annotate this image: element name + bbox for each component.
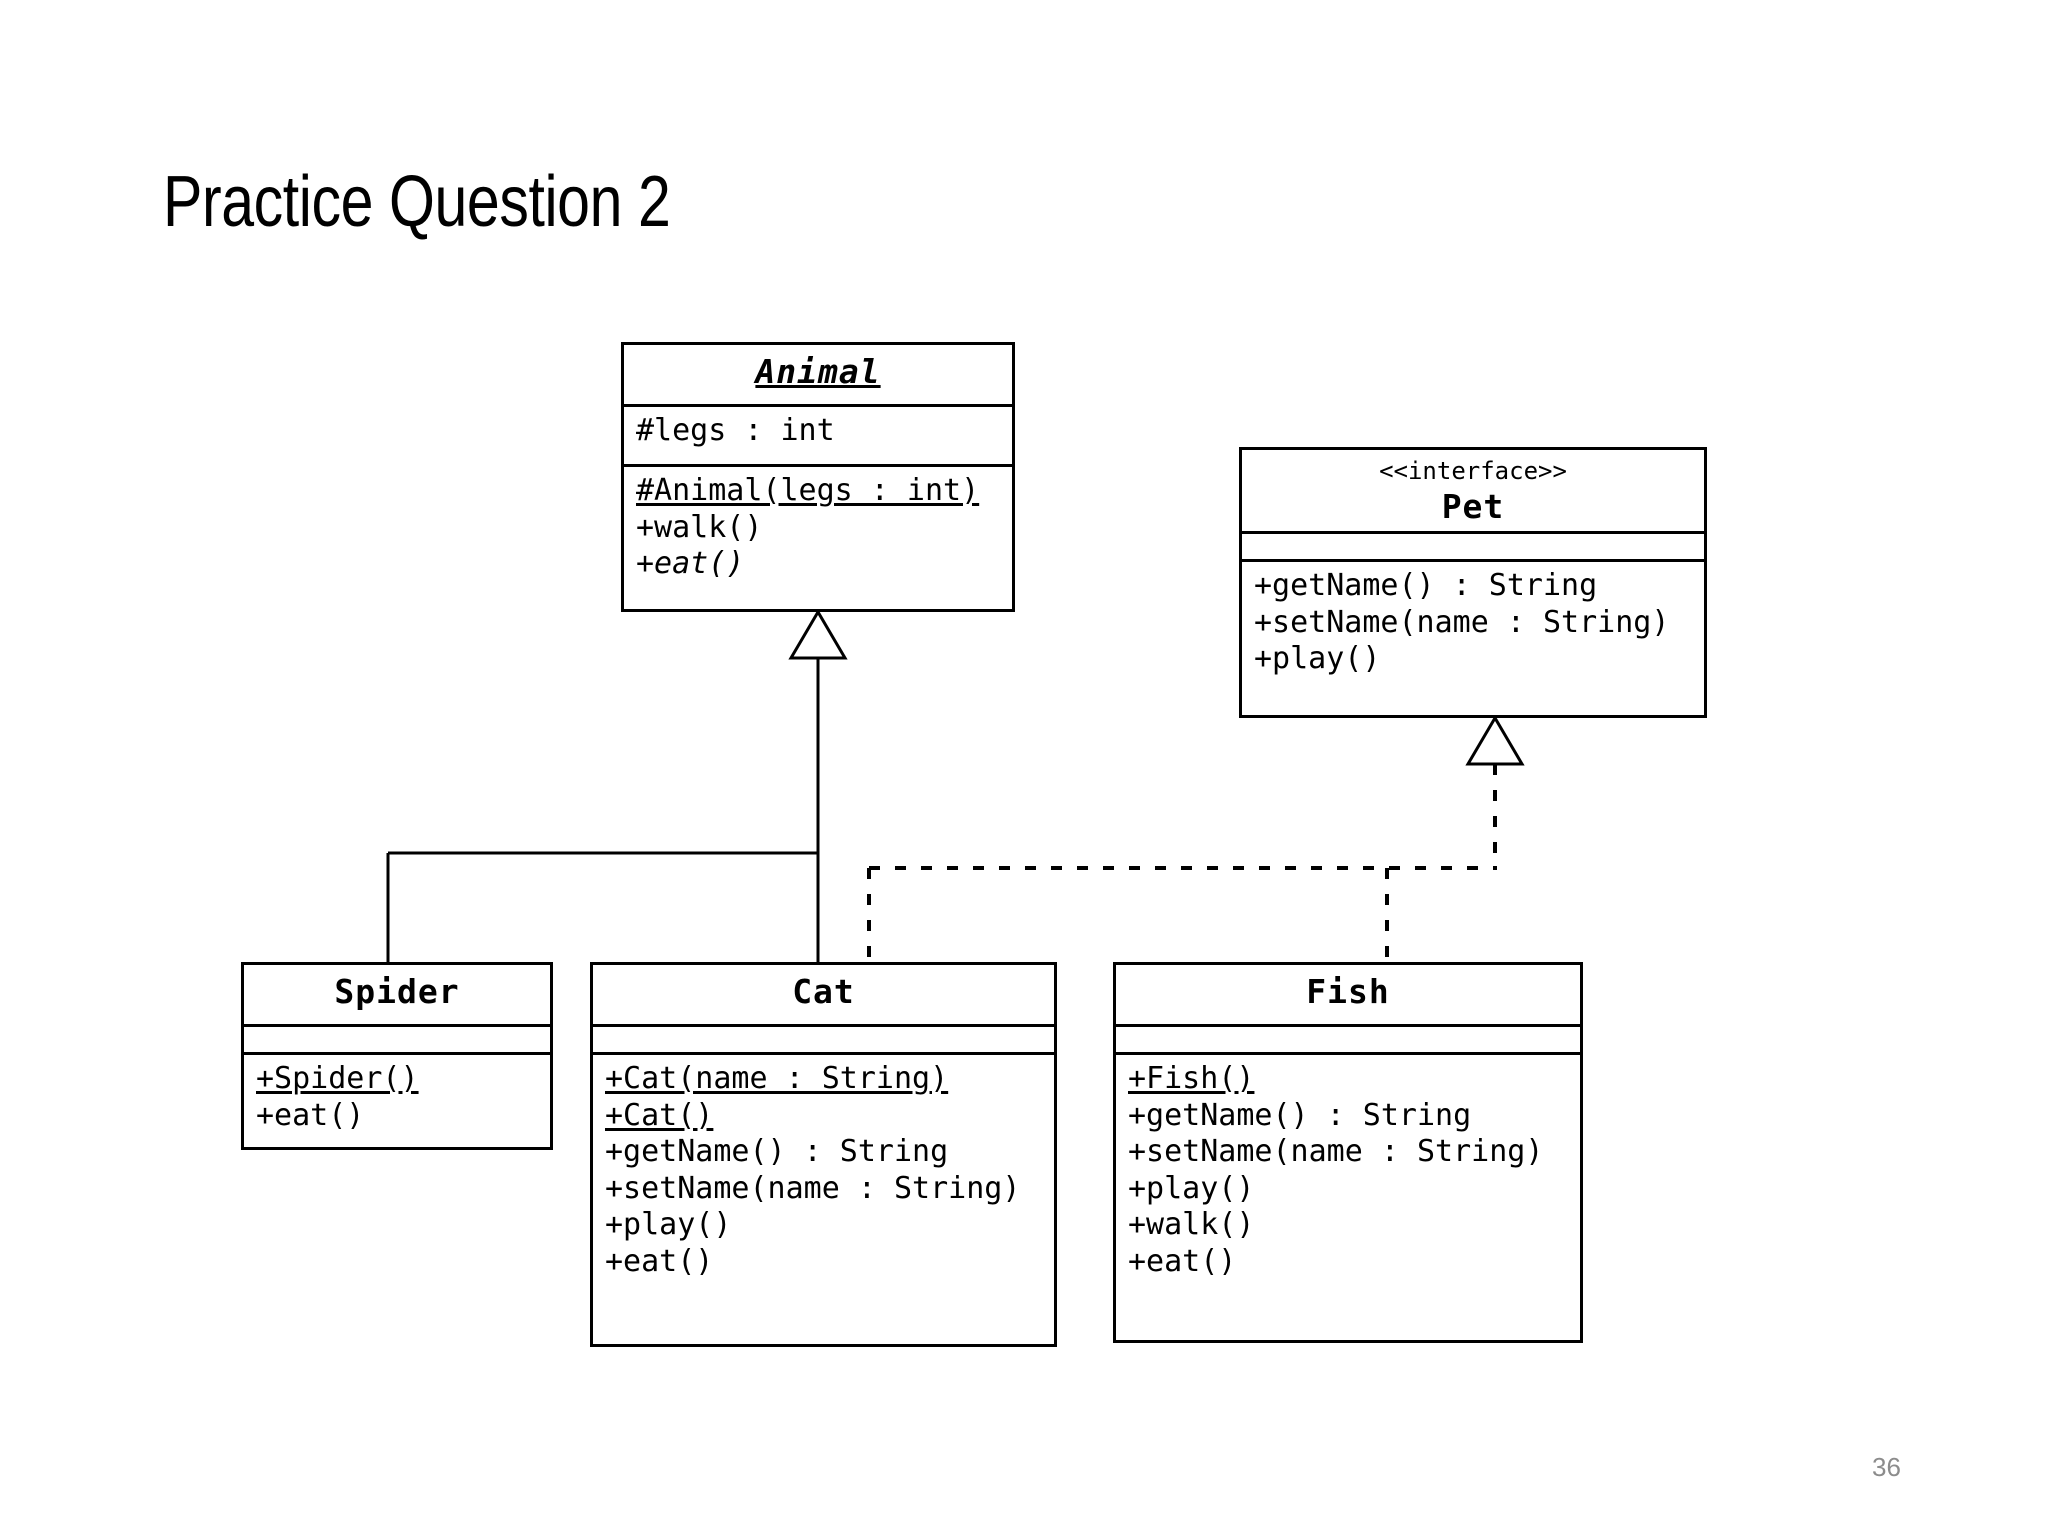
generalization-to-animal xyxy=(386,609,848,962)
methods-compartment-fish: +Fish() +getName() : String +setName(nam… xyxy=(1116,1055,1580,1289)
methods-compartment-spider: +Spider() +eat() xyxy=(244,1055,550,1142)
uml-class-fish[interactable]: Fish +Fish() +getName() : String +setNam… xyxy=(1113,962,1583,1343)
attributes-compartment-cat xyxy=(593,1027,1054,1055)
method-row: +play() xyxy=(1128,1170,1255,1206)
method-row: +Cat() xyxy=(605,1097,714,1133)
method-row: +play() xyxy=(1254,641,1381,677)
realization-to-pet xyxy=(867,715,1525,962)
method-row: +Cat(name : String) xyxy=(605,1061,949,1096)
method-row: +setName(name : String) xyxy=(605,1170,1021,1206)
page-title: Practice Question 2 xyxy=(163,162,671,242)
uml-class-cat[interactable]: Cat +Cat(name : String) +Cat() +getName(… xyxy=(590,962,1057,1347)
class-name-fish: Fish xyxy=(1306,972,1390,1011)
methods-compartment-animal: #Animal(legs : int) +walk() +eat() xyxy=(624,467,1012,591)
uml-class-spider[interactable]: Spider +Spider() +eat() xyxy=(241,962,553,1150)
method-row: +getName() : String xyxy=(1254,568,1598,603)
generalization-arrowhead-animal xyxy=(788,609,848,660)
class-name-animal: Animal xyxy=(755,352,881,391)
method-row: +eat() xyxy=(256,1097,365,1133)
class-stereotype-pet: <<interface>> xyxy=(1379,457,1567,485)
method-row: +setName(name : String) xyxy=(1128,1134,1544,1170)
attributes-compartment-pet xyxy=(1242,534,1704,562)
attributes-compartment-fish xyxy=(1116,1027,1580,1055)
uml-class-animal[interactable]: Animal #legs : int #Animal(legs : int) +… xyxy=(621,342,1015,612)
class-name-compartment-animal: Animal xyxy=(624,345,1012,407)
methods-compartment-cat: +Cat(name : String) +Cat() +getName() : … xyxy=(593,1055,1054,1289)
method-row: +getName() : String xyxy=(605,1134,949,1170)
attributes-compartment-spider xyxy=(244,1027,550,1055)
methods-compartment-pet: +getName() : String +setName(name : Stri… xyxy=(1242,562,1704,686)
class-name-compartment-pet: <<interface>> Pet xyxy=(1242,450,1704,534)
method-row: #Animal(legs : int) xyxy=(636,473,980,508)
class-name-cat: Cat xyxy=(792,972,855,1011)
attribute-row: #legs : int xyxy=(636,413,835,448)
method-row: +setName(name : String) xyxy=(1254,604,1670,640)
method-row: +eat() xyxy=(1128,1243,1237,1279)
class-name-compartment-fish: Fish xyxy=(1116,965,1580,1027)
method-row: +getName() : String xyxy=(1128,1097,1472,1133)
method-row: +walk() xyxy=(636,509,763,545)
class-name-compartment-cat: Cat xyxy=(593,965,1054,1027)
method-row: +walk() xyxy=(1128,1207,1255,1243)
attributes-compartment-animal: #legs : int xyxy=(624,407,1012,467)
class-name-pet: Pet xyxy=(1441,486,1505,526)
class-name-compartment-spider: Spider xyxy=(244,965,550,1027)
class-name-spider: Spider xyxy=(334,972,460,1011)
method-row: +eat() xyxy=(605,1243,714,1279)
method-row: +Spider() xyxy=(256,1061,419,1096)
uml-class-pet[interactable]: <<interface>> Pet +getName() : String +s… xyxy=(1239,447,1707,718)
method-row: +eat() xyxy=(636,546,745,582)
method-row: +play() xyxy=(605,1207,732,1243)
realization-arrowhead-pet xyxy=(1465,715,1525,766)
method-row: +Fish() xyxy=(1128,1061,1255,1096)
page-number: 36 xyxy=(1872,1452,1901,1482)
